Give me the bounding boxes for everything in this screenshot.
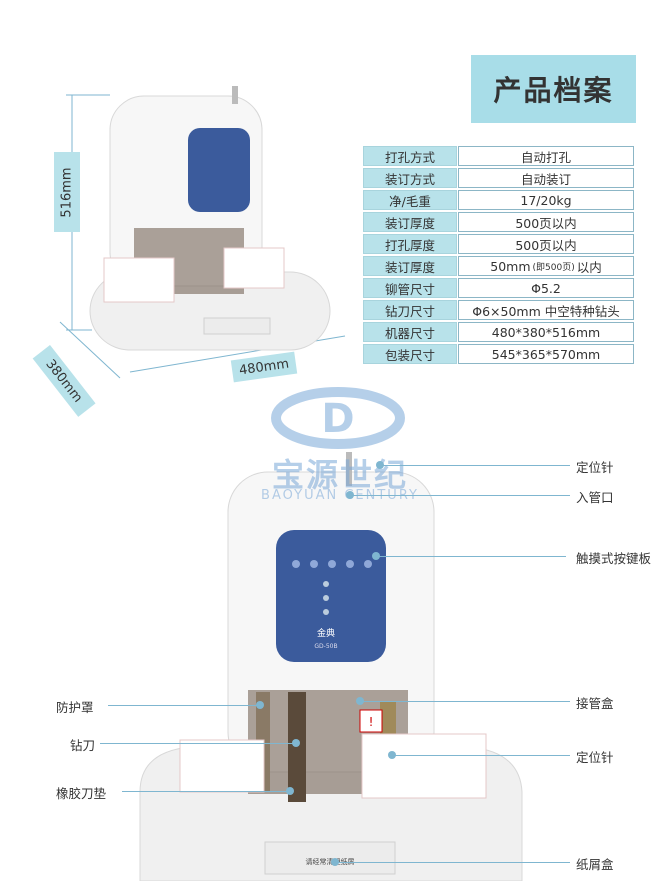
spec-key: 钻刀尺寸 <box>363 300 457 320</box>
spec-row: 机器尺寸 480*380*516mm <box>363 322 634 344</box>
callout-dot <box>286 787 294 795</box>
spec-key: 装订厚度 <box>363 256 457 276</box>
callout-line <box>376 556 566 557</box>
callout-line <box>122 791 288 792</box>
spec-value: 50mm (即500页) 以内 <box>458 256 634 276</box>
machine-large-illustration: 金典 GD-50B ! 请经常清理纸屑 <box>139 452 523 881</box>
spec-value: 480*380*516mm <box>458 322 634 342</box>
spec-value: Φ6×50mm 中空特种钻头 <box>458 300 634 320</box>
height-dimension-text: 516mm <box>59 166 75 218</box>
spec-value: 自动装订 <box>458 168 634 188</box>
spec-row: 打孔厚度 500页以内 <box>363 234 634 256</box>
spec-row: 净/毛重 17/20kg <box>363 190 634 212</box>
spec-value-note: (即500页) <box>532 262 575 273</box>
tray-label-text: 请经常清理纸屑 <box>306 857 355 866</box>
callout-scrap-box: 纸屑盒 <box>576 857 614 872</box>
callout-tube-box: 接管盒 <box>576 696 614 711</box>
spec-key: 包装尺寸 <box>363 344 457 364</box>
spec-value-tail: 以内 <box>576 259 602 275</box>
callout-line <box>108 705 258 706</box>
callout-line <box>360 701 570 702</box>
spec-value: 500页以内 <box>458 234 634 254</box>
callout-locating-pin-top: 定位针 <box>576 460 614 475</box>
spec-key: 机器尺寸 <box>363 322 457 342</box>
spec-key: 净/毛重 <box>363 190 457 210</box>
spec-key: 装订方式 <box>363 168 457 188</box>
spec-row: 铆管尺寸 Φ5.2 <box>363 278 634 300</box>
callout-line <box>100 743 294 744</box>
spec-value: 545*365*570mm <box>458 344 634 364</box>
callout-touch-panel: 触摸式按键板 <box>576 551 652 566</box>
spec-row: 打孔方式 自动打孔 <box>363 146 634 168</box>
callout-tube-inlet: 入管口 <box>576 490 614 505</box>
svg-text:!: ! <box>369 715 374 729</box>
callout-line <box>350 495 570 496</box>
spec-value: Φ5.2 <box>458 278 634 298</box>
spec-row: 钻刀尺寸 Φ6×50mm 中空特种钻头 <box>363 300 634 322</box>
callout-line <box>392 755 570 756</box>
height-dimension-label: 516mm <box>54 152 80 232</box>
callout-line <box>380 465 570 466</box>
callout-rubber-pad: 橡胶刀垫 <box>56 786 107 801</box>
spec-key: 打孔厚度 <box>363 234 457 254</box>
spec-row: 装订方式 自动装订 <box>363 168 634 190</box>
callout-dot <box>292 739 300 747</box>
spec-row: 包装尺寸 545*365*570mm <box>363 344 634 366</box>
spec-value: 17/20kg <box>458 190 634 210</box>
spec-value: 自动打孔 <box>458 146 634 166</box>
spec-value-main: 50mm <box>490 258 531 274</box>
spec-key: 打孔方式 <box>363 146 457 166</box>
callout-locating-pin-bottom: 定位针 <box>576 750 614 765</box>
page-title: 产品档案 <box>471 55 636 123</box>
spec-row: 装订厚度 500页以内 <box>363 212 634 234</box>
machine-brand-text: 金典 <box>317 627 335 639</box>
machine-model-text: GD-50B <box>314 643 337 650</box>
spec-table: 打孔方式 自动打孔 装订方式 自动装订 净/毛重 17/20kg 装订厚度 50… <box>363 146 634 366</box>
spec-row: 装订厚度 50mm (即500页) 以内 <box>363 256 634 278</box>
callout-guard: 防护罩 <box>56 700 94 715</box>
spec-key: 装订厚度 <box>363 212 457 232</box>
callout-line <box>335 862 570 863</box>
spec-value: 500页以内 <box>458 212 634 232</box>
callout-drill: 钻刀 <box>70 738 96 753</box>
spec-key: 铆管尺寸 <box>363 278 457 298</box>
machine-small-illustration <box>89 86 331 351</box>
callout-dot <box>256 701 264 709</box>
